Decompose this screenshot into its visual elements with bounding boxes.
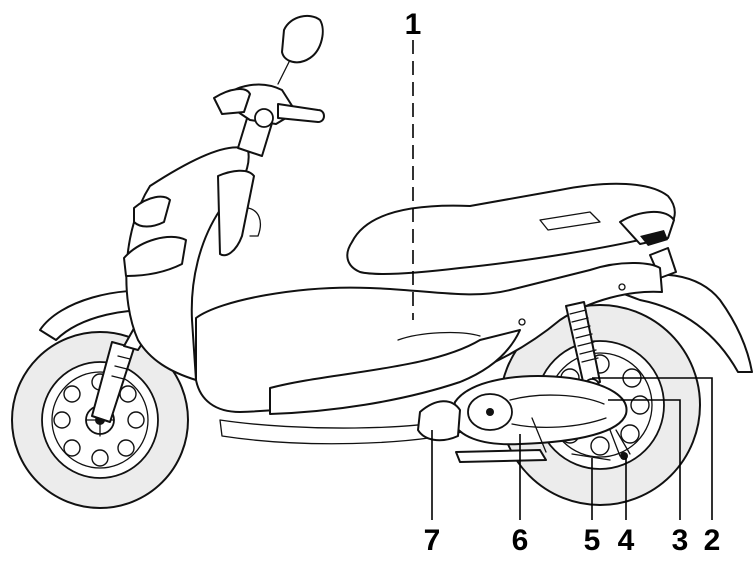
- engine-case: [417, 375, 631, 463]
- leader-2: [592, 377, 713, 520]
- callout-numbers: 1 7 6 5 4 3 2: [405, 8, 721, 557]
- callout-2: 2: [704, 524, 721, 557]
- handlebar-assembly: [213, 14, 325, 157]
- front-wheel: [11, 331, 189, 509]
- callout-1: 1: [405, 8, 422, 41]
- rear-fender: [599, 247, 753, 373]
- callout-4: 4: [618, 524, 635, 557]
- callout-5: 5: [584, 524, 601, 557]
- callout-6: 6: [512, 524, 529, 557]
- leg-shield: [123, 146, 262, 381]
- callout-3: 3: [672, 524, 689, 557]
- callout-7: 7: [424, 524, 441, 557]
- seat: [346, 182, 676, 276]
- leader-lines: [412, 40, 713, 520]
- leader-3: [608, 399, 681, 520]
- body-shell: [195, 262, 663, 445]
